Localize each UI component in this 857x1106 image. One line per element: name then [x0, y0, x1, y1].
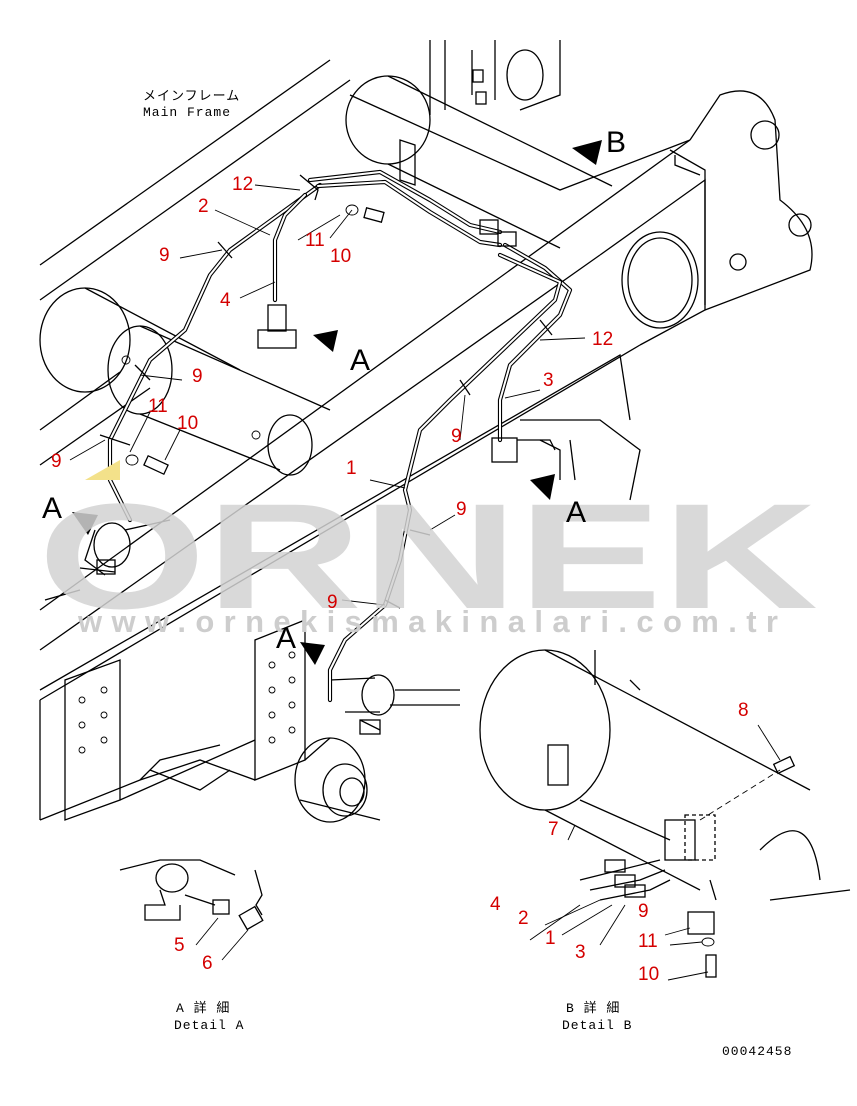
detail-callout-9: 9 — [638, 901, 649, 922]
main-frame-en-label: Main Frame — [143, 105, 231, 120]
part-callouts: 12 2 11 10 9 4 12 3 9 11 10 9 9 1 9 9 5 … — [51, 174, 749, 985]
callout-10-left: 10 — [177, 413, 198, 434]
callout-9-bottom: 9 — [327, 592, 338, 613]
view-a-left-label: A — [42, 492, 62, 525]
detail-b-en-label: Detail B — [562, 1018, 632, 1033]
callout-3: 3 — [543, 370, 554, 391]
detail-callout-4: 4 — [490, 894, 501, 915]
callout-7: 7 — [548, 819, 559, 840]
detail-a-drawing — [119, 859, 264, 961]
main-frame-drawing — [39, 40, 813, 823]
callout-9-top: 9 — [159, 245, 170, 266]
view-a-low-label: A — [276, 622, 296, 655]
callout-9-left: 9 — [51, 451, 62, 472]
callout-11-top: 11 — [305, 230, 325, 251]
pipe-routes — [107, 169, 573, 703]
callout-5: 5 — [174, 935, 185, 956]
detail-callout-1: 1 — [545, 928, 556, 949]
fittings — [96, 174, 556, 735]
view-a-mid-label: A — [350, 344, 370, 377]
detail-b-drawing — [479, 649, 851, 981]
callout-10-top: 10 — [330, 246, 351, 267]
detail-callout-3: 3 — [575, 942, 586, 963]
detail-a-en-label: Detail A — [174, 1018, 244, 1033]
callout-11-left: 11 — [148, 396, 168, 417]
watermark: ORNEK www.ornekismakinalari.com.tr — [38, 460, 818, 640]
detail-callout-10: 10 — [638, 964, 659, 985]
callout-9-mid: 9 — [451, 426, 462, 447]
detail-b-pipes — [579, 859, 671, 901]
bolt-holes — [78, 651, 296, 754]
watermark-brand: ORNEK — [38, 472, 818, 640]
main-frame-jp-label: メインフレーム — [143, 89, 240, 104]
callout-2: 2 — [198, 196, 209, 217]
labels: メインフレーム Main Frame B A A A A A 詳 細 Detai… — [42, 89, 792, 1059]
callout-4: 4 — [220, 290, 231, 311]
callout-1: 1 — [346, 458, 357, 479]
view-arrows — [72, 140, 602, 665]
detail-a-jp-label: A 詳 細 — [176, 1000, 230, 1016]
view-b-label: B — [606, 126, 626, 159]
detail-callout-2: 2 — [518, 908, 529, 929]
callout-12-right: 12 — [592, 329, 613, 350]
drawing-number: 00042458 — [722, 1044, 792, 1059]
callout-9-clamp: 9 — [192, 366, 203, 387]
leader-lines — [69, 184, 586, 606]
callout-12-top: 12 — [232, 174, 253, 195]
callout-6: 6 — [202, 953, 213, 974]
detail-b-jp-label: B 詳 細 — [566, 1000, 620, 1016]
view-a-right-label: A — [566, 496, 586, 529]
callout-8: 8 — [738, 700, 749, 721]
callout-9-low: 9 — [456, 499, 467, 520]
detail-callout-11: 11 — [638, 931, 658, 952]
